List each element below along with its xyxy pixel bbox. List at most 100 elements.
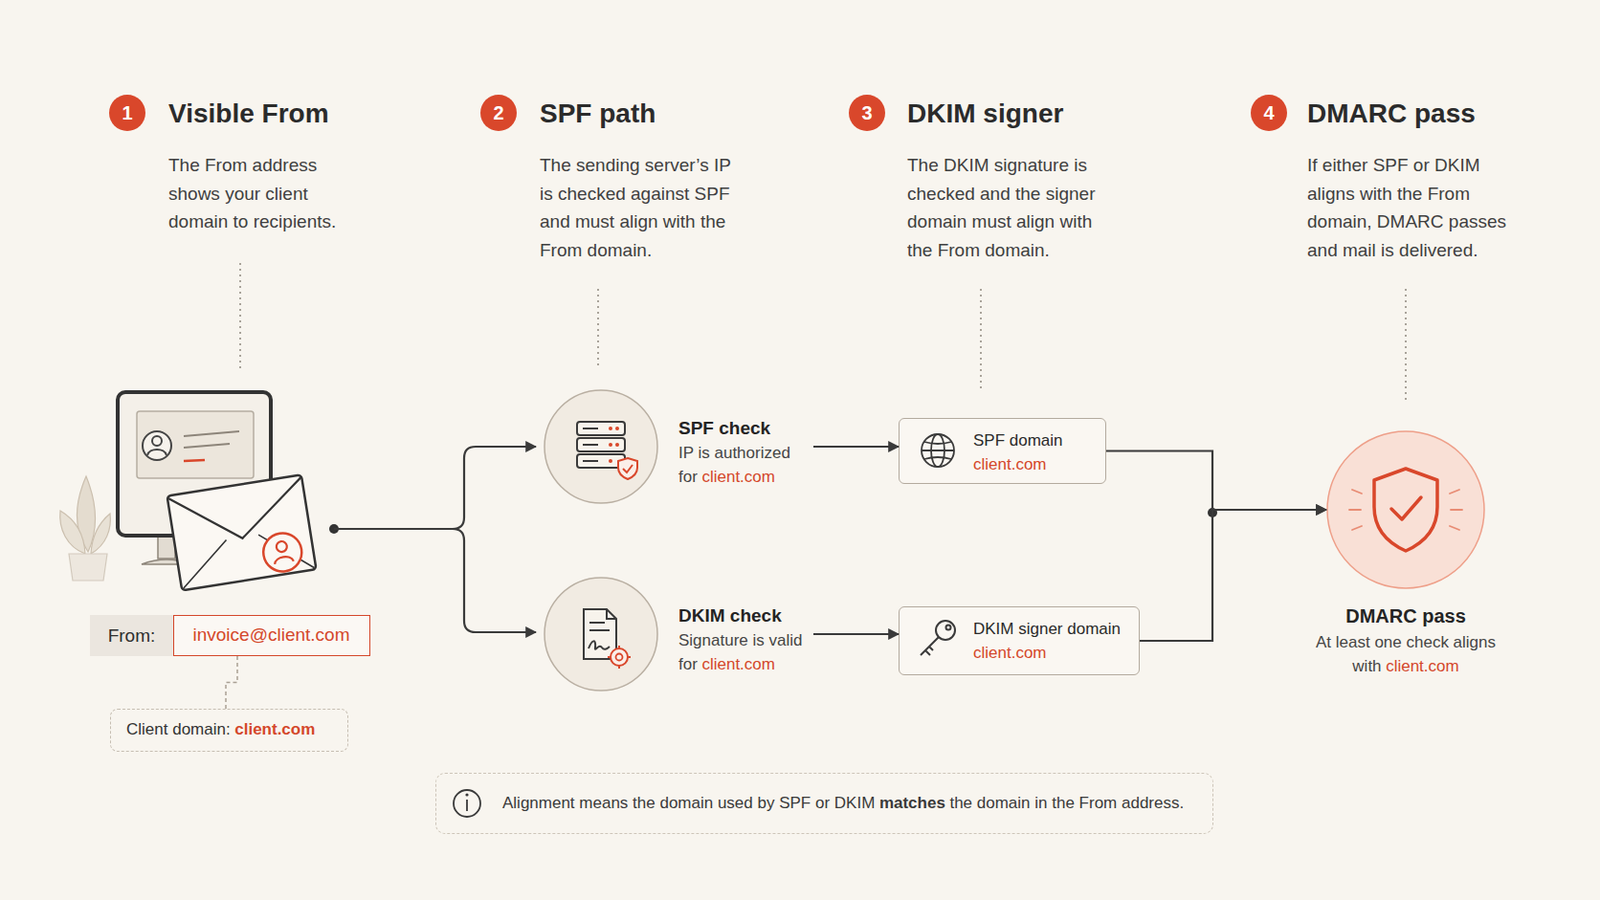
node-text: invoice@client.com [174,616,369,655]
step-number-badge [109,94,146,132]
field-label-box: From: [89,615,174,657]
server-light [608,426,620,464]
seal-badge [616,654,623,662]
seal-badge [610,648,628,667]
node-text: SPF domain [973,428,1064,453]
text-group: Alignment means the domain used by SPF o… [502,774,1184,833]
shield-rays [1349,509,1361,512]
server-icon [582,444,599,446]
info-icon [465,793,468,797]
text-group: Client domain:client.com [126,710,315,751]
node-outline [543,577,659,692]
globe-icon [921,449,955,452]
shield-rays [1352,489,1362,494]
node-outline [1326,430,1486,590]
envelope-illustration [260,531,305,576]
plant-illustration [60,511,86,555]
step-number-badge [848,94,886,132]
envelope-illustration [177,527,314,589]
text-group: invoice@client.com [174,616,369,655]
monitor-illustration [183,460,205,462]
info-icon [453,790,481,818]
junction-dot [1207,508,1218,518]
node-text: From: [89,615,174,657]
address-box: invoice@client.com [173,615,371,657]
plant-illustration [90,513,111,555]
dashed-connector [225,656,238,710]
server-light [615,426,620,431]
node-text: client.com [701,467,776,487]
leader-line [979,288,982,393]
node-text: client.com [973,641,1121,666]
arrow-connector [1106,451,1327,512]
server-light [608,459,613,464]
server-icon [577,454,625,468]
key-icon [946,625,952,631]
server-light [608,426,613,431]
domain-note-box: Client domain:client.com [110,709,349,753]
globe-icon [924,442,952,460]
monitor-illustration [142,431,172,461]
split-connector [452,529,536,633]
shield-rays [1449,526,1460,531]
domain-box: DKIM signer domainclient.com [898,606,1140,676]
node-text: client.com [973,452,1064,477]
envelope-illustration [167,474,317,591]
node-text: client.com [701,655,776,674]
callout-number: 3 [848,94,886,132]
node-text: DKIM check [678,602,809,629]
node-text: SPF check [678,415,809,442]
callout-number: 2 [480,94,517,132]
envelope-illustration [167,474,317,591]
node-text: client.com [234,720,315,739]
server-icon [577,438,625,452]
step-text: The DKIM signature is checked and the si… [907,151,1111,265]
server-icon [582,427,599,430]
monitor-illustration [157,535,176,559]
step-heading: DMARC pass [1307,96,1576,132]
node-text: matches [879,794,946,813]
step-number-badge [109,94,1288,132]
text-group: DKIM signer domainclient.com [973,617,1121,666]
key-icon [920,621,956,656]
callout-number: 4 [1250,94,1288,132]
circle-outline [544,577,658,691]
text-group: From: [89,615,174,657]
envelope-illustration [275,540,289,554]
text-group: DMARC passAt least one check aligns with… [1300,601,1512,679]
node-text: Alignment means the domain used by SPF o… [502,794,875,813]
node-text: Client domain: [126,720,231,739]
shield-rays [1349,489,1463,531]
shield-rays [1352,526,1362,531]
shield-rays [1449,489,1460,494]
shield-icon [1391,497,1422,520]
node-outline [543,389,659,505]
domain-box: SPF domainclient.com [898,418,1107,485]
server-icon [582,460,599,463]
seal-badge [607,645,631,669]
server-icon [577,422,625,468]
check-circle: SPF checkIP is authorized forclient.com [543,389,814,505]
document-icon [606,609,617,620]
step-heading: Visible From [168,96,475,132]
result-circle: DMARC passAt least one check aligns with… [1326,430,1486,590]
key-icon [935,621,956,641]
node-text: the domain in the From address. [949,794,1184,813]
check-circle: DKIM checkSignature is valid forclient.c… [543,577,814,692]
arrow-connector [1139,510,1327,642]
text-group: SPF checkIP is authorized forclient.com [678,415,809,489]
monitor-illustration [152,436,162,446]
document-icon [588,641,610,649]
document-icon [589,629,610,632]
monitor-illustration [183,444,230,448]
split-connector [329,446,536,633]
info-icon [466,800,468,812]
arrow-connector [813,445,899,448]
leader-line [239,263,242,370]
step-heading: SPF path [539,96,827,132]
monitor-illustration [136,411,254,479]
monitor-illustration [147,449,167,456]
plant-illustration [68,554,108,581]
monitor-illustration [183,431,240,437]
